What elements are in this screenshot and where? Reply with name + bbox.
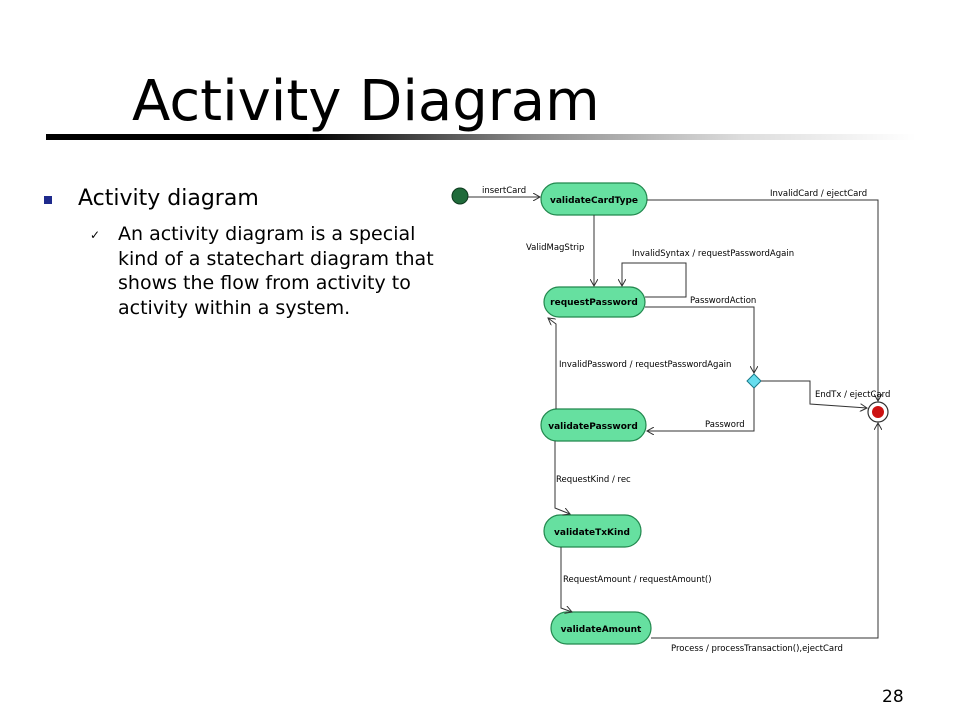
edge-label-invalidsyntax: InvalidSyntax / requestPasswordAgain [632, 249, 794, 259]
title-rule [46, 134, 916, 140]
sub-bullet-text: An activity diagram is a special kind of… [118, 223, 434, 319]
node-label-validateamount: validateAmount [561, 625, 642, 635]
sub-bullet-item: ✓ An activity diagram is a special kind … [90, 222, 438, 320]
edge-label-invalidcard: InvalidCard / ejectCard [770, 189, 867, 199]
edge-label-invalidpassword: InvalidPassword / requestPasswordAgain [559, 360, 731, 370]
square-bullet-icon [44, 195, 52, 204]
edge-invalidcard [647, 199, 878, 401]
edge-label-requestkind: RequestKind / rec [556, 475, 631, 485]
page-number: 28 [882, 687, 904, 707]
initial-state [451, 187, 469, 205]
node-label-validatecardtype: validateCardType [550, 196, 638, 206]
edge-process [651, 423, 878, 639]
node-validateamount [550, 611, 652, 645]
edge-requestkind [554, 441, 570, 514]
slide-title: Activity Diagram [132, 69, 600, 134]
edge-label-insertcard: insertCard [482, 186, 526, 196]
node-label-requestpassword: requestPassword [550, 298, 638, 308]
edge-invalidpassword [548, 318, 557, 409]
edge-endtx [761, 380, 867, 408]
edge-label-process: Process / processTransaction(),ejectCard [671, 644, 843, 654]
edge-label-requestamount: RequestAmount / requestAmount() [563, 575, 712, 585]
bullet-text: Activity diagram [78, 186, 259, 211]
decision-node [746, 373, 762, 389]
edge-passwordaction [645, 306, 754, 373]
edge-password [647, 388, 755, 431]
edge-label-passwordaction: PasswordAction [690, 296, 756, 306]
node-validatetxkind [543, 514, 642, 548]
edge-label-validmagstrip: ValidMagStrip [526, 243, 584, 253]
final-state-core [872, 406, 884, 418]
bullet-item: Activity diagram [44, 186, 259, 211]
edge-invalidsyntax [622, 262, 687, 298]
edge-requestamount [560, 547, 572, 612]
node-validatepassword [540, 408, 647, 442]
checkmark-icon: ✓ [90, 228, 101, 242]
node-requestpassword [543, 286, 646, 318]
node-label-validatetxkind: validateTxKind [554, 528, 630, 538]
edge-label-endtx: EndTx / ejectCard [815, 390, 890, 400]
edge-label-password: Password [705, 420, 745, 430]
node-label-validatepassword: validatePassword [548, 422, 638, 432]
